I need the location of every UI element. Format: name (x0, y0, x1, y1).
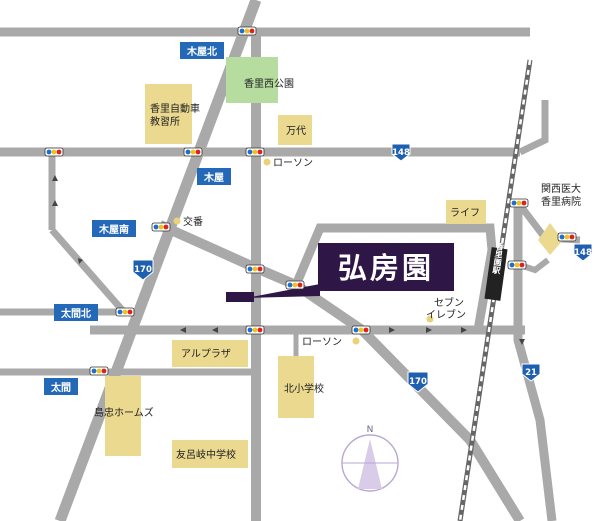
one-way-arrow-icon (78, 258, 83, 264)
road-north-diag (54, 0, 262, 521)
svg-text:148: 148 (392, 148, 410, 158)
svg-text:太間北: 太間北 (60, 307, 91, 320)
tomoroki-label: 友呂岐中学校 (176, 448, 236, 461)
poi-dots (173, 158, 434, 345)
hospital-line1: 関西医大 (541, 182, 581, 195)
hospital-line2: 香里病院 (541, 195, 581, 208)
svg-text:21: 21 (525, 368, 537, 378)
svg-text:170: 170 (134, 265, 152, 275)
title-pointer-bar (226, 292, 254, 302)
svg-text:木屋北: 木屋北 (186, 45, 217, 58)
traffic-light-icon (557, 232, 577, 242)
landmark-boxes (105, 57, 563, 468)
one-way-arrow-icon (180, 327, 186, 333)
driving-school-line2: 教習所 (150, 115, 180, 128)
traffic-light-icon (245, 325, 265, 335)
alpraza-box (172, 340, 248, 367)
station-label: 香里園駅 (490, 241, 505, 276)
route-170-shield: 170 (132, 259, 154, 281)
svg-text:170: 170 (409, 377, 427, 387)
svg-text:148: 148 (574, 248, 592, 258)
railway: 香里園駅 (457, 59, 533, 521)
road-148-east (518, 100, 549, 156)
traffic-light-icon (115, 307, 135, 317)
label-taima: 太間 (44, 378, 78, 395)
lawson-north-dot (263, 158, 271, 166)
traffic-light-icon (507, 260, 527, 270)
intersection-labels: 木屋北 木屋 木屋南 太間北 太間 (44, 42, 231, 395)
svg-text:木屋: 木屋 (203, 171, 224, 184)
mandai-box (278, 115, 312, 145)
kita-elementary-box (278, 356, 314, 418)
route-170-shield-south: 170 (407, 371, 429, 393)
driving-school-box (145, 84, 192, 144)
label-kiya: 木屋 (197, 168, 231, 185)
life-box (446, 200, 486, 224)
route-shields: 148 148 170 170 21 (132, 143, 593, 393)
hospital-label: 関西医大 香里病院 (541, 182, 584, 208)
svg-text:N: N (367, 425, 374, 435)
koban-dot-icon (173, 217, 181, 225)
label-taima-kita: 太間北 (54, 304, 98, 321)
title-bg (318, 243, 454, 291)
tomoroki-box (172, 440, 248, 468)
svg-text:木屋南: 木屋南 (98, 223, 129, 236)
alpraza-label: アルプラザ (181, 348, 231, 360)
one-way-arrow-icon (519, 339, 525, 345)
park-label: 香里西公園 (244, 78, 294, 90)
landmark-labels: 香里西公園 香里自動車 教習所 万代 ローソン 交番 ライフ 関西医大 香里病院… (94, 78, 584, 461)
arrows (52, 175, 525, 345)
lawson-south-label: ローソン (302, 337, 342, 348)
traffic-light-icon (183, 147, 203, 157)
mandai-label: 万代 (286, 125, 306, 137)
traffic-light-icon (237, 26, 257, 36)
road-kiya-minami-diag (157, 220, 525, 521)
route-21-shield: 21 (521, 363, 541, 382)
label-kiya-minami: 木屋南 (92, 220, 136, 237)
one-way-arrow-icon (426, 327, 432, 333)
road-left-curve (49, 227, 127, 315)
traffic-light-icon (89, 366, 109, 376)
traffic-light-icon (151, 222, 171, 232)
seven-eleven-label: セブン イレブン (426, 296, 467, 321)
road-loop (291, 223, 497, 331)
traffic-light-icon (351, 325, 371, 335)
one-way-arrow-icon (52, 200, 58, 206)
shimachu-box (105, 376, 141, 456)
driving-school-line1: 香里自動車 (150, 102, 200, 115)
route-148-shield: 148 (391, 143, 411, 162)
label-kiya-kita: 木屋北 (180, 42, 224, 59)
traffic-lights (44, 26, 577, 376)
north-arrow-icon: N (341, 425, 399, 492)
page-title: 弘房園 (338, 251, 434, 285)
seven-line2: イレブン (426, 308, 466, 321)
seven-line1: セブン (434, 296, 464, 309)
seven-eleven-dot (426, 315, 434, 323)
park-box (226, 57, 278, 103)
one-way-arrow-icon (52, 175, 58, 181)
one-way-arrow-icon (212, 327, 218, 333)
one-way-arrow-icon (389, 327, 395, 333)
shimachu-label: 島忠ホームズ (94, 406, 154, 419)
lawson-south-dot (352, 337, 360, 345)
koban-label: 交番 (183, 215, 203, 228)
lawson-north-label: ローソン (273, 158, 313, 169)
traffic-light-icon (245, 264, 265, 274)
traffic-light-icon (44, 147, 64, 157)
svg-text:太間: 太間 (50, 381, 71, 394)
traffic-light-icon (509, 198, 529, 208)
station-box (484, 247, 508, 301)
life-label: ライフ (450, 207, 480, 219)
driving-school-label: 香里自動車 教習所 (150, 102, 203, 128)
title-banner: 弘房園 (226, 243, 454, 302)
traffic-light-icon (245, 147, 265, 157)
one-way-arrow-icon (461, 327, 467, 333)
traffic-light-icon (285, 280, 305, 290)
hospital-box (538, 223, 563, 255)
kita-elementary-label: 北小学校 (284, 382, 324, 395)
route-148-shield-east: 148 (573, 243, 593, 262)
